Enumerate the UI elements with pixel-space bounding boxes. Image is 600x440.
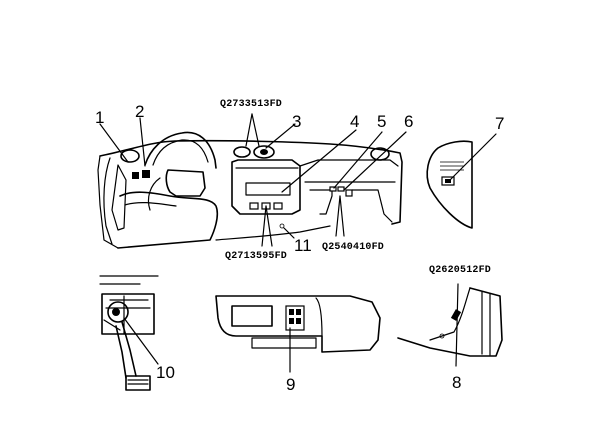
pedal-assembly-illustration bbox=[99, 275, 159, 391]
callout-1: 1 bbox=[95, 108, 104, 127]
part-number-lower-left: Q2713595FD bbox=[225, 251, 287, 262]
console-panel-illustration bbox=[215, 295, 381, 353]
callout-9: 9 bbox=[286, 375, 295, 394]
callout-10: 10 bbox=[156, 363, 175, 382]
callout-5: 5 bbox=[377, 112, 386, 131]
callout-7: 7 bbox=[495, 114, 504, 133]
callout-2: 2 bbox=[135, 102, 144, 121]
callout-4: 4 bbox=[350, 112, 359, 131]
dashboard-illustration bbox=[97, 131, 403, 249]
pillar-panel-illustration bbox=[426, 140, 473, 229]
callout-3: 3 bbox=[292, 112, 301, 131]
floor-trim-illustration bbox=[397, 287, 503, 357]
callout-11: 11 bbox=[294, 236, 312, 255]
part-number-top-center: Q2733513FD bbox=[220, 99, 282, 110]
callout-6: 6 bbox=[404, 112, 413, 131]
leader-lines bbox=[99, 113, 497, 373]
part-number-right: Q2620512FD bbox=[429, 265, 491, 276]
part-number-lower-mid: Q2540410FD bbox=[322, 242, 384, 253]
callout-8: 8 bbox=[452, 373, 461, 392]
